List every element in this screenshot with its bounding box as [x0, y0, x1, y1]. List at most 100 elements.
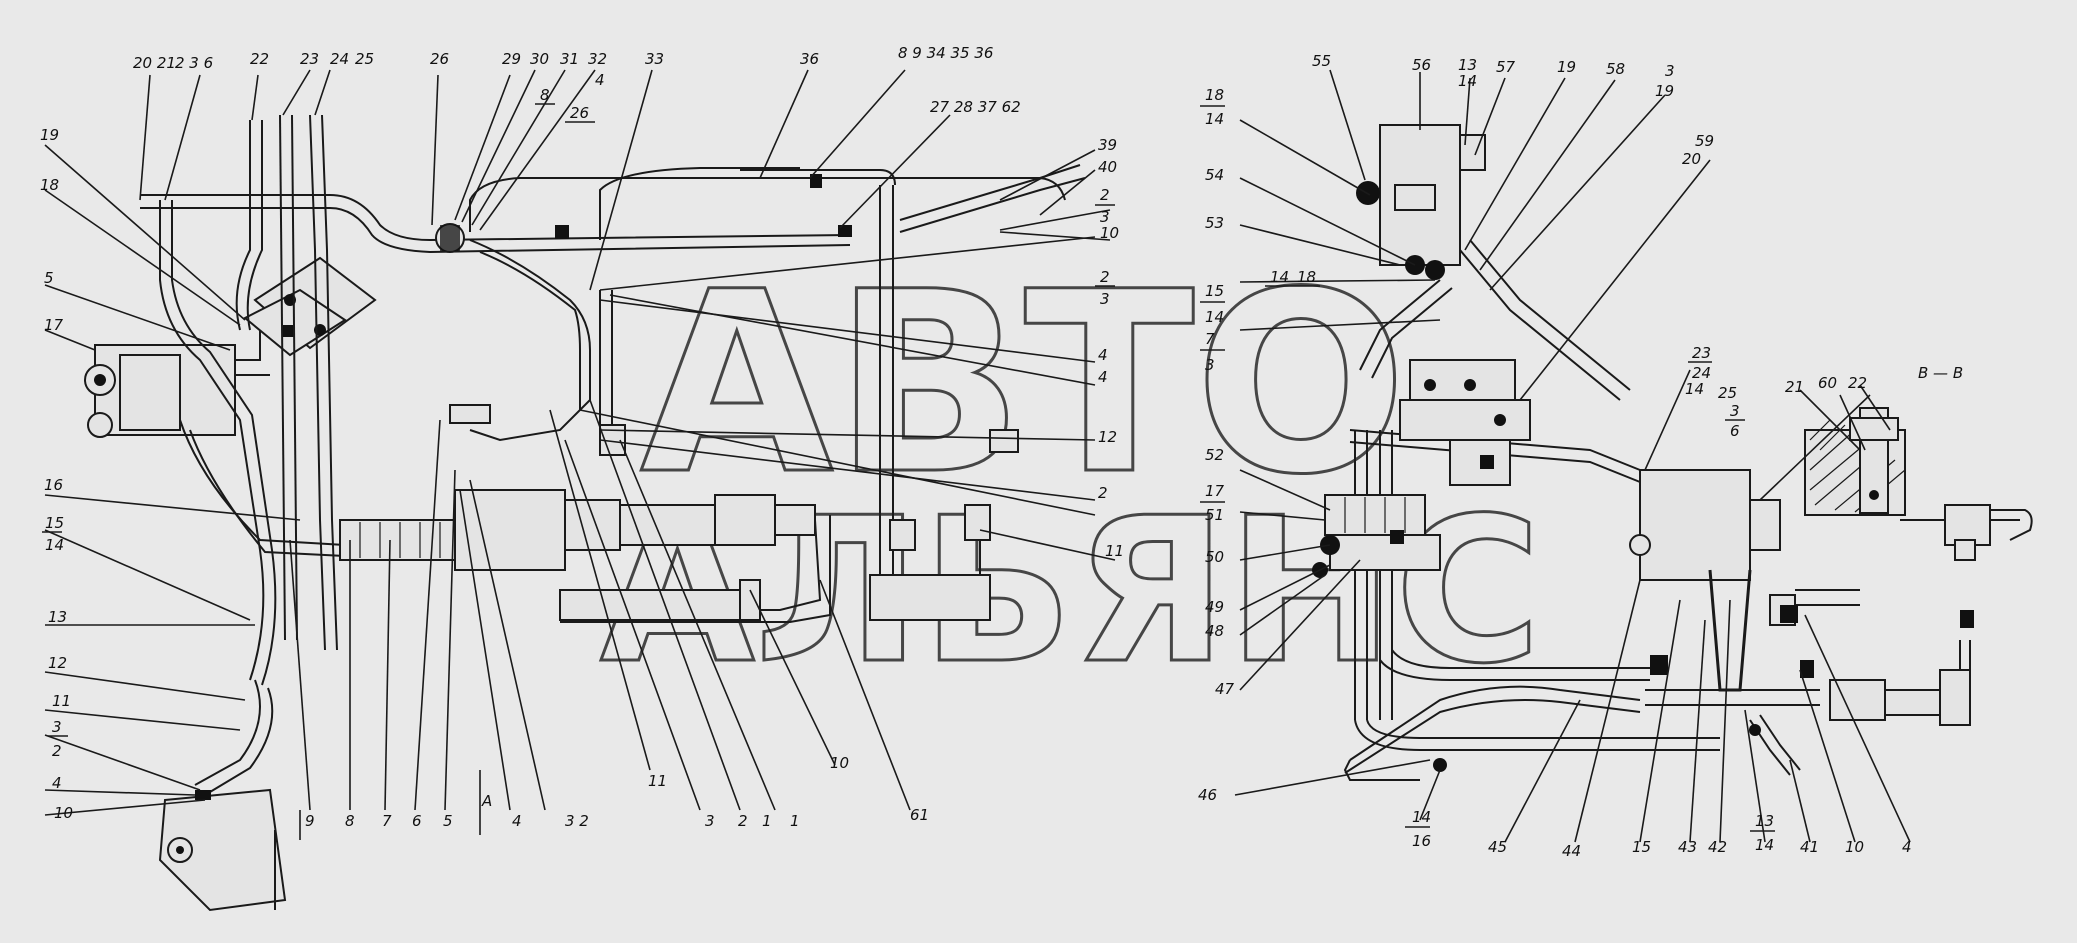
left-assembly: [84, 114, 1086, 912]
callout: 48: [1205, 622, 1224, 640]
callout: 18: [40, 176, 59, 194]
callout: 3: [705, 812, 715, 830]
callout-fraction-den: 4: [595, 71, 605, 89]
callout: 36: [800, 50, 819, 68]
callout: 32: [588, 50, 607, 68]
callout: 61: [910, 806, 929, 824]
callout: 50: [1205, 548, 1224, 566]
callout: 3: [1665, 62, 1675, 80]
callout-fraction-num: 15: [1205, 282, 1224, 300]
callout: 25: [1718, 384, 1737, 402]
callout-fraction-num: 8: [540, 86, 550, 104]
callout: 20 21: [133, 54, 176, 72]
vertical-pipe-bundle: [1354, 430, 1720, 751]
callout: 49: [1205, 598, 1224, 616]
callout: 4: [52, 774, 62, 792]
right-fittings: [1390, 530, 1974, 772]
left-leader-lines: [44, 69, 1116, 840]
callout: 45: [1488, 838, 1507, 856]
callout: 17: [44, 316, 64, 334]
callout: 19: [1655, 82, 1674, 100]
callout-fraction-num: 3: [1730, 402, 1740, 420]
callout-fraction-num: 2: [1100, 268, 1110, 286]
callout: 1: [762, 812, 772, 830]
callout: 22: [250, 50, 269, 68]
callout-fraction-den: 2: [52, 742, 62, 760]
callout: 7: [382, 812, 392, 830]
callout: 4: [1902, 838, 1912, 856]
watermark: АВТО АЛЬЯНС: [599, 237, 1544, 710]
callout: 23: [300, 50, 319, 68]
callout-fraction-num: 15: [45, 514, 64, 532]
callout: 2 3 6: [175, 54, 213, 72]
callout: 54: [1205, 166, 1224, 184]
left-hoses: [159, 114, 346, 686]
callout-fraction-den: 24: [1692, 364, 1711, 382]
central-cylinder: [339, 489, 831, 623]
upper-pipe-run: [140, 164, 1086, 590]
callout: 6: [412, 812, 422, 830]
callout-fraction-num: 17: [1205, 482, 1225, 500]
reservoir: [869, 504, 991, 621]
lower-right-hoses: [1343, 640, 1971, 781]
callout-fraction-num: 14: [1412, 808, 1431, 826]
callout: 22: [1848, 374, 1867, 392]
callout: 4: [512, 812, 522, 830]
callout: 13: [1458, 56, 1477, 74]
callout: 52: [1205, 446, 1224, 464]
callout-fraction-den: 18: [1297, 268, 1316, 286]
callout: 14: [1458, 72, 1477, 90]
callout-fraction-den: 14: [1205, 110, 1224, 128]
callout-fraction-den: 3: [1100, 290, 1110, 308]
callout: 30: [530, 50, 549, 68]
callout: 1: [790, 812, 800, 830]
callout: 55: [1312, 52, 1331, 70]
callout: 59: [1695, 132, 1714, 150]
right-pump-body: [1629, 469, 1860, 692]
callout-fraction-num: 7: [1205, 330, 1215, 348]
callout: 40: [1098, 158, 1117, 176]
right-assembly: [1312, 124, 2033, 781]
callout: 11: [52, 692, 71, 710]
callout: 19: [1557, 58, 1576, 76]
callout-fraction-den: 16: [1412, 832, 1431, 850]
callout: 56: [1412, 56, 1431, 74]
callout: 10: [830, 754, 849, 772]
right-callouts: 55 56 13 14 57 19 58 3 19 59 20 18 14 14…: [1198, 52, 1963, 860]
section-label: В — В: [1918, 364, 1963, 382]
callout: 9: [305, 812, 315, 830]
callout: 21: [1785, 378, 1804, 396]
callout-fraction-num: 18: [1205, 86, 1224, 104]
callout: 19: [40, 126, 59, 144]
callout-fraction-den: 51: [1205, 506, 1224, 524]
callout: 60: [1818, 374, 1837, 392]
callout: 43: [1678, 838, 1697, 856]
callout: 46: [1198, 786, 1217, 804]
callout: 14: [1685, 380, 1704, 398]
right-cylinder: [1312, 494, 1441, 578]
callout: 4: [1098, 346, 1108, 364]
callout: 24: [330, 50, 349, 68]
callout: 27 28 37 62: [930, 98, 1021, 116]
left-pump: [84, 330, 270, 438]
callout: 39: [1098, 136, 1117, 154]
view-label: А: [481, 792, 492, 810]
callout: 12: [48, 654, 67, 672]
callout: 44: [1562, 842, 1581, 860]
callout: 16: [44, 476, 63, 494]
callout: 57: [1496, 58, 1516, 76]
callout: 58: [1606, 60, 1625, 78]
callout-fraction-den: 3: [1205, 356, 1215, 374]
callout: 5: [443, 812, 453, 830]
section-detail: [1804, 407, 2033, 561]
callout: 8 9 34 35 36: [898, 44, 993, 62]
callout: 15: [1632, 838, 1651, 856]
callout: 41: [1800, 838, 1819, 856]
control-valve-block: [243, 256, 377, 357]
callout: 10: [54, 804, 73, 822]
callout: 53: [1205, 214, 1224, 232]
callout-fraction-num: 26: [570, 104, 589, 122]
callout-fraction-den: 14: [1755, 836, 1774, 854]
callout-fraction-num: 23: [1692, 344, 1711, 362]
callout-fraction-num: 13: [1755, 812, 1774, 830]
